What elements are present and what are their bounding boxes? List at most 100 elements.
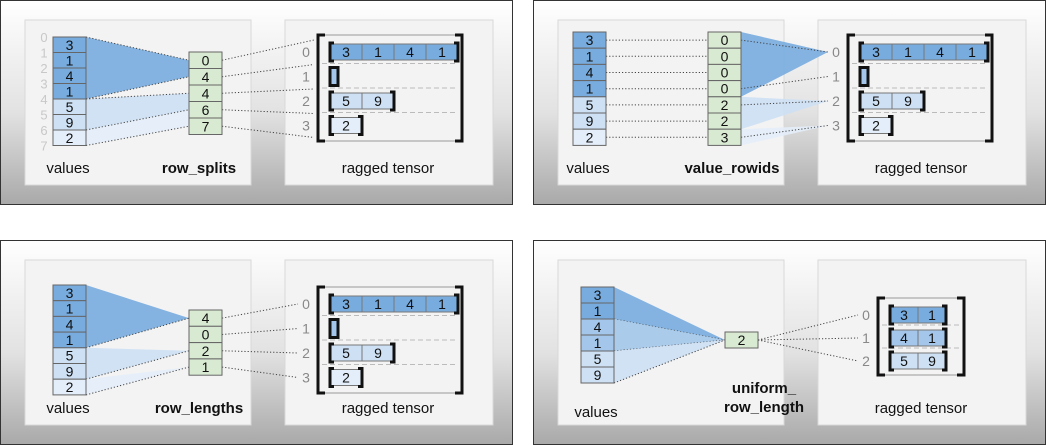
tensor-cell-text: 1 [374, 296, 382, 312]
row-index-label: 2 [832, 93, 840, 109]
value-cell [52, 378, 87, 396]
length-to-tensor-connector [221, 303, 299, 319]
row-left-bracket [858, 66, 864, 87]
outer-right-bracket [455, 33, 464, 143]
aux-cell-text: 0 [202, 52, 210, 68]
aux-cell-text: 0 [202, 326, 210, 342]
value-cell-text: 1 [66, 332, 74, 348]
tensor-cell-text: 4 [406, 44, 414, 60]
row-right-bracket [358, 367, 364, 388]
tensor-cell-text: 5 [342, 93, 350, 109]
empty-row-fill [330, 68, 338, 85]
value-cell-text: 9 [594, 367, 602, 383]
value-index: 4 [40, 92, 47, 107]
value-cell-text: 3 [66, 285, 74, 301]
ragged-tensor-label: ragged tensor [342, 400, 435, 417]
split-to-tensor-connector [221, 125, 315, 138]
aux-cell-text: 2 [721, 113, 729, 129]
value-cell-text: 4 [586, 65, 594, 81]
row-index-label: 3 [302, 118, 310, 134]
value-cell-text: 2 [586, 129, 594, 145]
row-right-bracket [334, 66, 340, 87]
fan-row-0 [86, 37, 189, 99]
row-left-bracket [328, 342, 334, 364]
row-index-label: 3 [832, 118, 840, 134]
tensor-cell-text: 1 [968, 44, 976, 60]
split-to-tensor-connector [221, 64, 315, 78]
tensor-cell-text: 5 [872, 93, 880, 109]
row-left-bracket [328, 90, 334, 112]
ragged-tensor-label: ragged tensor [875, 160, 968, 177]
value-cell-text: 2 [66, 379, 74, 395]
connector-fans [606, 32, 829, 146]
row-right-bracket [390, 342, 396, 364]
aux-cell-text: 4 [202, 85, 210, 101]
aux-cell-text: 2 [738, 332, 746, 348]
fan-row-2 [86, 93, 189, 130]
row-left-bracket [328, 41, 334, 63]
row-right-bracket [358, 115, 364, 136]
ragged-tensor-label: ragged tensor [875, 400, 968, 417]
value-index: 5 [40, 108, 47, 123]
row-left-bracket [328, 115, 334, 136]
tensor-cell-text: 4 [406, 296, 414, 312]
row-right-bracket [984, 41, 990, 63]
aux-cell-text: 3 [721, 129, 729, 145]
value-cell-text: 9 [66, 363, 74, 379]
value-index: 7 [40, 139, 47, 154]
tensor-cell-text: 3 [900, 307, 908, 323]
tensor-cell-text: 4 [936, 44, 944, 60]
outer-right-bracket [957, 296, 966, 377]
aux-cell-text: 2 [721, 97, 729, 113]
outer-left-bracket [876, 296, 885, 377]
encoding-label: value_rowids [684, 160, 779, 177]
tensor-cell-text: 1 [374, 44, 382, 60]
value-index: 3 [40, 77, 47, 92]
value-cell-text: 9 [586, 113, 594, 129]
row-right-bracket [864, 66, 870, 87]
row-index-label: 0 [302, 44, 310, 60]
empty-row-fill [330, 320, 338, 337]
tensor-cell-text: 5 [900, 353, 908, 369]
value-cell-text: 2 [66, 130, 74, 146]
row-right-bracket [454, 293, 460, 315]
aux-cell-text: 6 [202, 102, 210, 118]
row-left-bracket [858, 90, 864, 112]
encoding-label: row_length [724, 399, 804, 416]
tensor-cell-text: 9 [904, 93, 912, 109]
tensor-cell-text: 3 [872, 44, 880, 60]
tensor-cell-text: 5 [342, 345, 350, 361]
value-cell-text: 5 [66, 99, 74, 115]
aux-cell [188, 117, 223, 135]
row-right-bracket [390, 90, 396, 112]
encoding-label: uniform_ [732, 380, 797, 397]
tensor-cell-text: 1 [928, 330, 936, 346]
value-cell-text: 4 [66, 316, 74, 332]
aux-cell [724, 331, 759, 349]
value-cell-text: 4 [66, 68, 74, 84]
aux-cell [707, 128, 742, 146]
value-cell-text: 1 [586, 81, 594, 97]
fan-row-2 [86, 347, 189, 380]
row-right-bracket [920, 90, 926, 112]
row-right-bracket [942, 350, 948, 372]
fan-row-3 [741, 125, 828, 146]
value-cell [572, 128, 607, 146]
empty-row-fill [860, 68, 868, 85]
row-index-label: 2 [862, 353, 870, 369]
value-cell-text: 9 [66, 114, 74, 130]
fan-row-1 [614, 319, 725, 351]
row-index-label: 0 [862, 307, 870, 323]
